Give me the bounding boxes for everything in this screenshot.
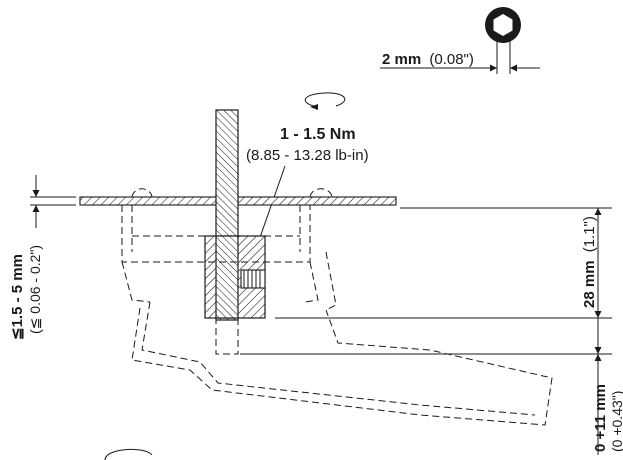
torque-imperial: (8.85 - 13.28 lb-in) [246, 147, 369, 164]
hex-key-size-label: 2 mm (0.08") [382, 51, 474, 68]
panel-thickness-imperial: (≦ 0.06 - 0.2") [27, 245, 43, 334]
shaft-extension-dashed [215, 317, 239, 355]
handle-housing-outline [121, 205, 553, 426]
adjustment-dimension-value: 0 +11 mm [592, 384, 609, 452]
hex-key-dimension [380, 38, 540, 74]
panel-thickness-value: ≦1.5 - 5 mm [9, 254, 26, 340]
depth-dimension-label: 28 mm (1.1") [581, 216, 598, 308]
panel-thickness-dimension [30, 175, 76, 228]
rotation-arrow-icon [304, 92, 346, 110]
torque-value: 1 - 1.5 Nm [280, 126, 356, 143]
right-dimension-lines [240, 207, 612, 455]
hex-socket-icon [485, 7, 521, 43]
panel-clip-right [309, 188, 333, 198]
coupling-block [204, 235, 266, 319]
panel-clip-left [131, 188, 153, 198]
adjustment-dimension-imperial: (0 +0.43") [609, 391, 623, 452]
partial-rotation-arc [104, 448, 153, 460]
